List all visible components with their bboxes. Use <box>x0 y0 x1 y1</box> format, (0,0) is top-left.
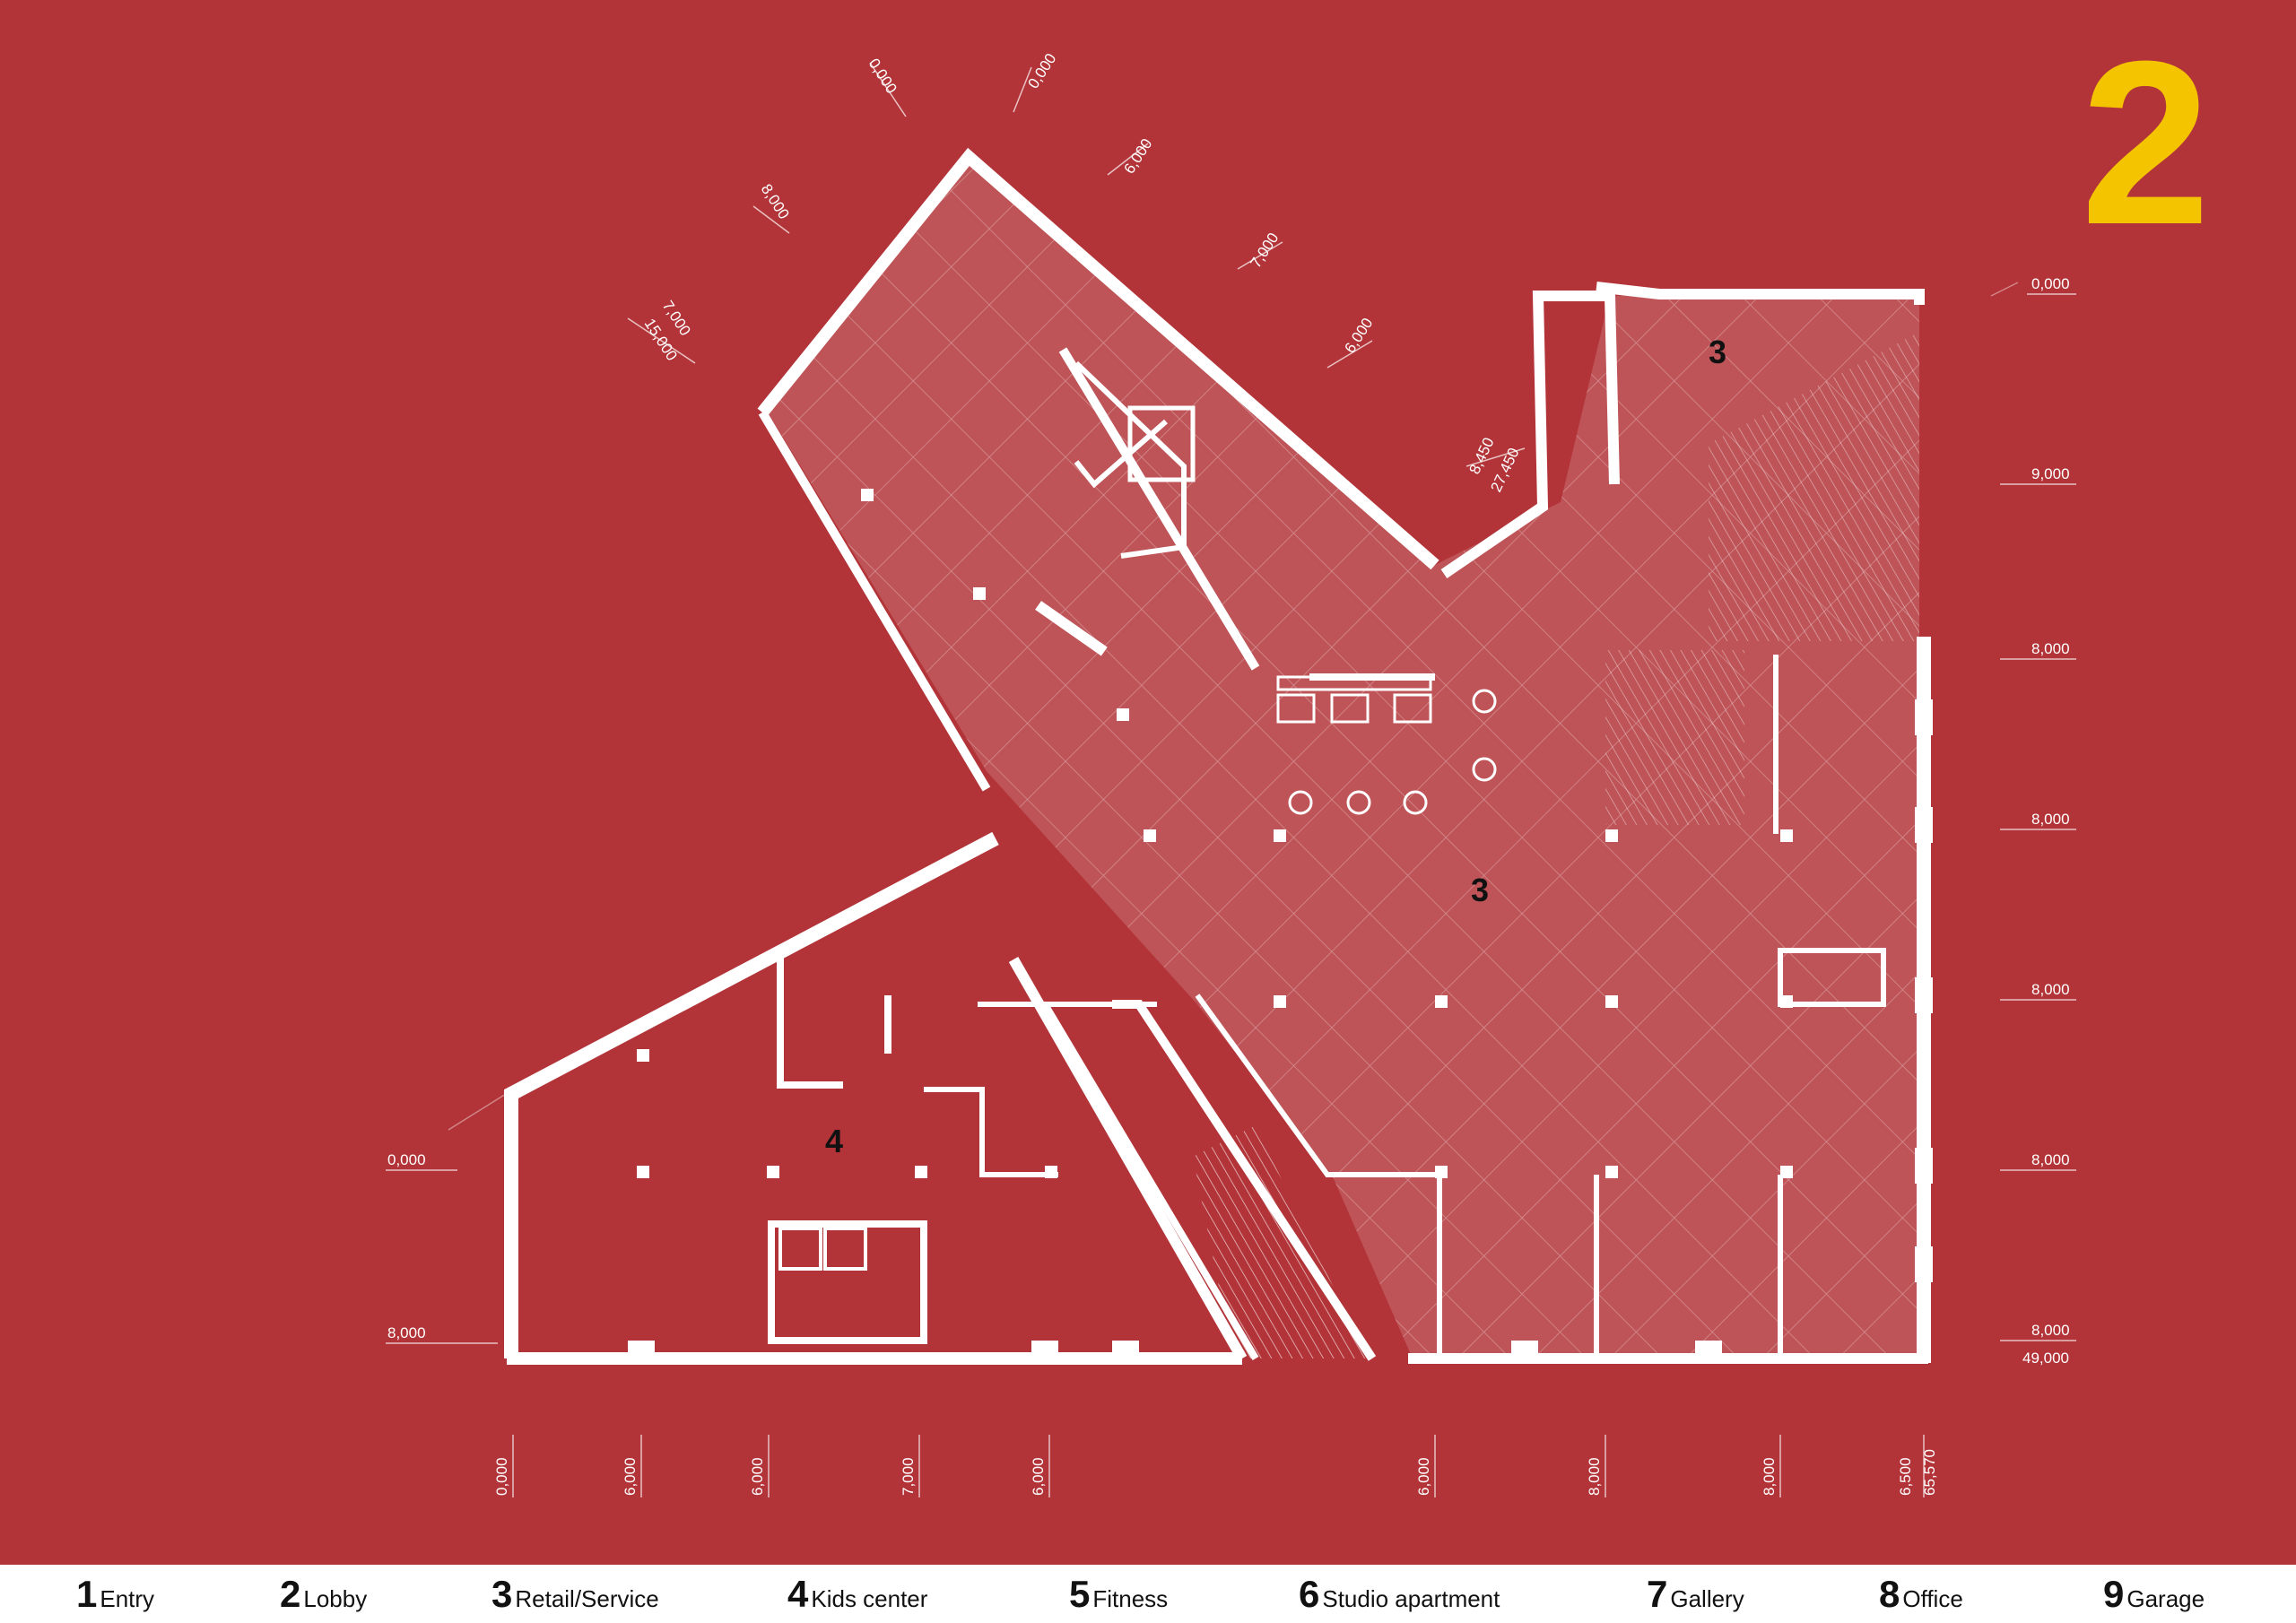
room-label-retail-center: 3 <box>1471 872 1489 908</box>
legend-num: 9 <box>2103 1573 2125 1615</box>
legend-label: Retail/Service <box>515 1585 659 1612</box>
dim-top-8: 6,000 <box>1341 315 1376 356</box>
floor-plan: 3 3 4 0,000 0,000 6,000 8, <box>386 50 2076 1497</box>
dim-left-2: 8,000 <box>387 1324 426 1341</box>
room-label-retail-north: 3 <box>1709 334 1726 370</box>
legend-num: 7 <box>1647 1573 1668 1615</box>
dim-bottom-2: 6,000 <box>622 1457 639 1496</box>
dim-top-4: 8,000 <box>758 181 793 222</box>
dim-top-9: 8,450 <box>1465 435 1497 477</box>
legend-label: Lobby <box>303 1585 368 1612</box>
legend-label: Studio apartment <box>1322 1585 1500 1612</box>
dim-top-5: 7,000 <box>1247 230 1282 271</box>
floor-number: 2 <box>2081 13 2211 273</box>
dim-bottom-4: 7,000 <box>900 1457 917 1496</box>
retail-zone-hatch <box>762 157 1919 1358</box>
dim-bottom-9: 6,500 <box>1897 1457 1914 1496</box>
legend-label: Entry <box>100 1585 155 1612</box>
dim-top-3: 6,000 <box>1120 135 1155 177</box>
dim-right-3: 8,000 <box>2031 640 2070 657</box>
dim-bottom-5: 6,000 <box>1030 1457 1047 1496</box>
room-label-kids-center: 4 <box>825 1123 843 1159</box>
dim-right-7: 8,000 <box>2031 1322 2070 1339</box>
columns <box>628 489 1933 1360</box>
legend-num: 8 <box>1879 1573 1900 1615</box>
legend-num: 4 <box>787 1573 809 1615</box>
dim-bottom-8: 8,000 <box>1761 1457 1778 1496</box>
dimension-labels-right: 0,000 9,000 8,000 8,000 8,000 8,000 8,00… <box>2022 275 2070 1367</box>
dim-bottom-7: 8,000 <box>1586 1457 1603 1496</box>
dim-left-1: 0,000 <box>387 1151 426 1168</box>
dimension-lines <box>386 62 2076 1497</box>
dim-right-8: 49,000 <box>2022 1350 2069 1367</box>
dim-right-2: 9,000 <box>2031 465 2070 482</box>
legend-label: Kids center <box>811 1585 928 1612</box>
dim-right-1: 0,000 <box>2031 275 2070 292</box>
dim-bottom-10: 65,570 <box>1921 1449 1938 1496</box>
legend-num: 2 <box>280 1573 301 1615</box>
legend-label: Garage <box>2126 1585 2205 1612</box>
dim-bottom-3: 6,000 <box>749 1457 766 1496</box>
dim-right-6: 8,000 <box>2031 1151 2070 1168</box>
ramp-stairs <box>1193 332 1919 1358</box>
legend-num: 5 <box>1069 1573 1091 1615</box>
legend-num: 6 <box>1299 1573 1320 1615</box>
legend-label: Gallery <box>1670 1585 1744 1612</box>
dim-right-5: 8,000 <box>2031 981 2070 998</box>
dim-top-10: 27,450 <box>1487 446 1522 495</box>
dimension-labels-bottom: 0,000 6,000 6,000 7,000 6,000 6,000 8,00… <box>493 1449 1938 1496</box>
legend-num: 3 <box>491 1573 513 1615</box>
legend-num: 1 <box>76 1573 98 1615</box>
dim-top-1: 0,000 <box>865 56 900 97</box>
legend-label: Office <box>1902 1585 1963 1612</box>
dim-bottom-6: 6,000 <box>1415 1457 1432 1496</box>
legend-label: Fitness <box>1092 1585 1169 1612</box>
dimension-labels-left: 0,000 8,000 <box>387 1151 426 1341</box>
dim-bottom-1: 0,000 <box>493 1457 510 1496</box>
cafe-tables <box>1276 675 1497 815</box>
dim-right-4: 8,000 <box>2031 811 2070 828</box>
